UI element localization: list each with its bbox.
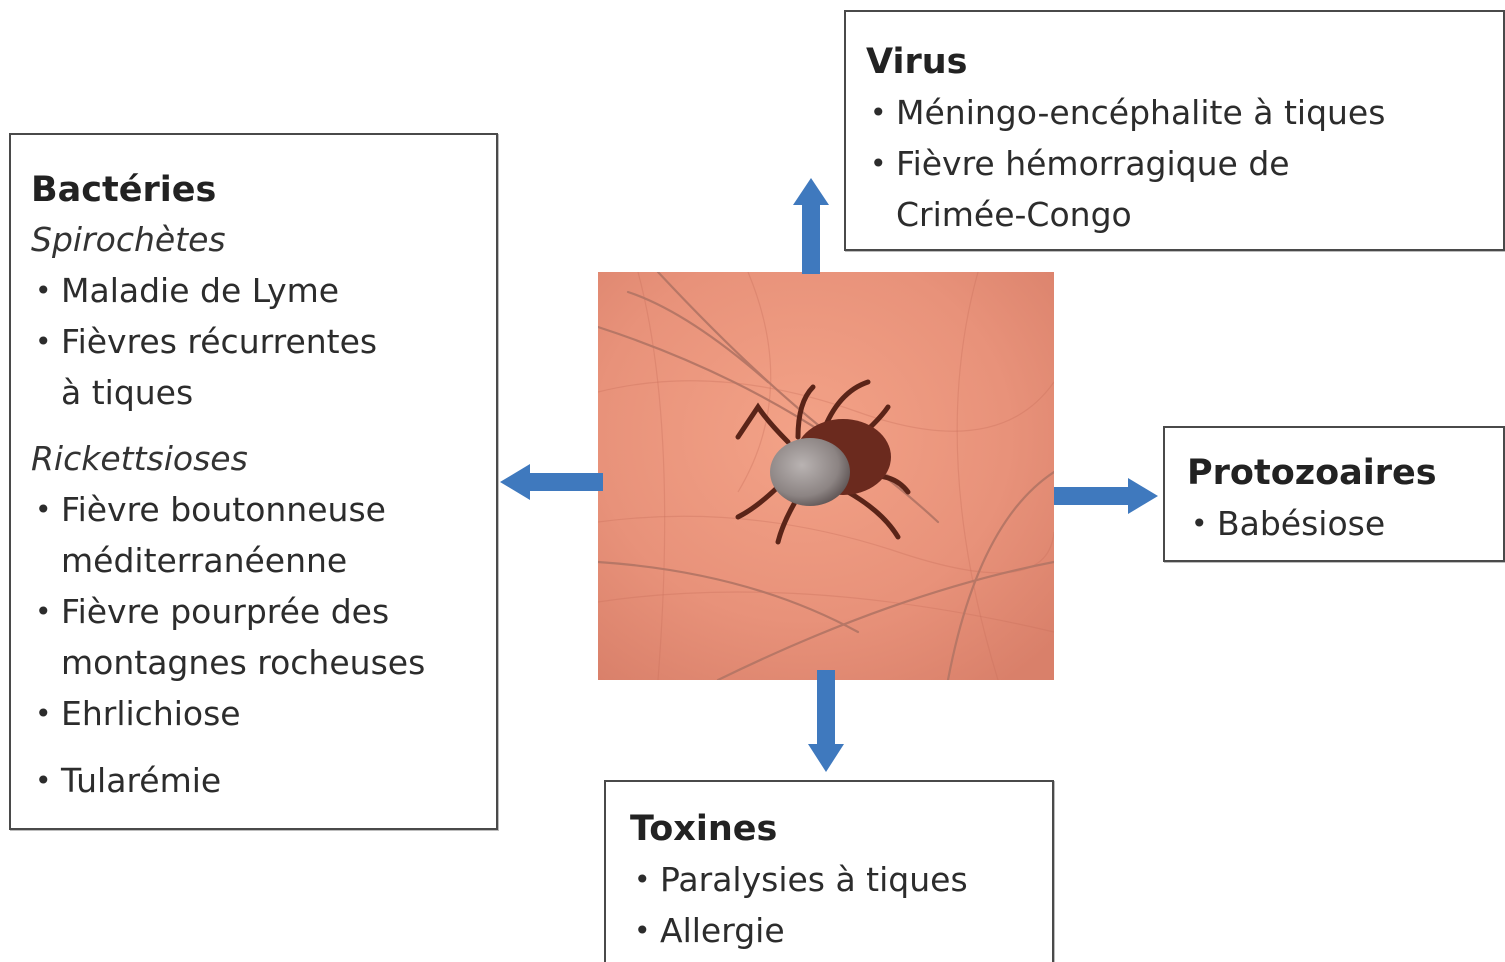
- list-item: Maladie de Lyme: [31, 265, 486, 316]
- rickettsioses-list: Fièvre boutonneuse méditerranéenne Fièvr…: [31, 484, 486, 806]
- bacteria-title: Bactéries: [31, 165, 486, 215]
- arrow-right-icon: [1054, 478, 1158, 514]
- arrow-down-icon: [808, 670, 844, 772]
- toxins-title: Toxines: [630, 804, 1042, 854]
- arrow-left-icon: [500, 464, 603, 500]
- list-item-continuation: montagnes rocheuses: [31, 637, 486, 688]
- protozoa-list: Babésiose: [1187, 498, 1493, 549]
- list-item-continuation: méditerranéenne: [31, 535, 486, 586]
- tick-body: [770, 438, 850, 506]
- arrow-up-icon: [793, 178, 829, 274]
- spirochetes-subtitle: Spirochètes: [31, 215, 486, 265]
- list-item: Fièvre hémorragique de: [866, 138, 1493, 189]
- list-item: Ehrlichiose: [31, 688, 486, 739]
- list-item-continuation: Crimée-Congo: [866, 189, 1493, 240]
- list-item: Fièvre boutonneuse: [31, 484, 486, 535]
- list-item: Fièvre pourprée des: [31, 586, 486, 637]
- list-item: Paralysies à tiques: [630, 854, 1042, 905]
- protozoa-box: Protozoaires Babésiose: [1163, 426, 1505, 562]
- list-item: Fièvres récurrentes: [31, 316, 486, 367]
- virus-list: Méningo-encéphalite à tiques Fièvre hémo…: [866, 87, 1493, 240]
- protozoa-title: Protozoaires: [1187, 448, 1493, 498]
- bacteria-box: Bactéries Spirochètes Maladie de Lyme Fi…: [9, 133, 498, 830]
- list-item: Babésiose: [1187, 498, 1493, 549]
- list-item-continuation: à tiques: [31, 367, 486, 418]
- toxins-box: Toxines Paralysies à tiques Allergie: [604, 780, 1054, 962]
- virus-box: Virus Méningo-encéphalite à tiques Fièvr…: [844, 10, 1505, 251]
- spirochetes-list: Maladie de Lyme Fièvres récurrentes à ti…: [31, 265, 486, 418]
- toxins-list: Paralysies à tiques Allergie: [630, 854, 1042, 956]
- virus-title: Virus: [866, 37, 1493, 87]
- rickettsioses-subtitle: Rickettsioses: [31, 434, 486, 484]
- list-item: Méningo-encéphalite à tiques: [866, 87, 1493, 138]
- list-item: Tularémie: [31, 755, 486, 806]
- tick-on-skin-image: [598, 272, 1054, 680]
- list-item: Allergie: [630, 905, 1042, 956]
